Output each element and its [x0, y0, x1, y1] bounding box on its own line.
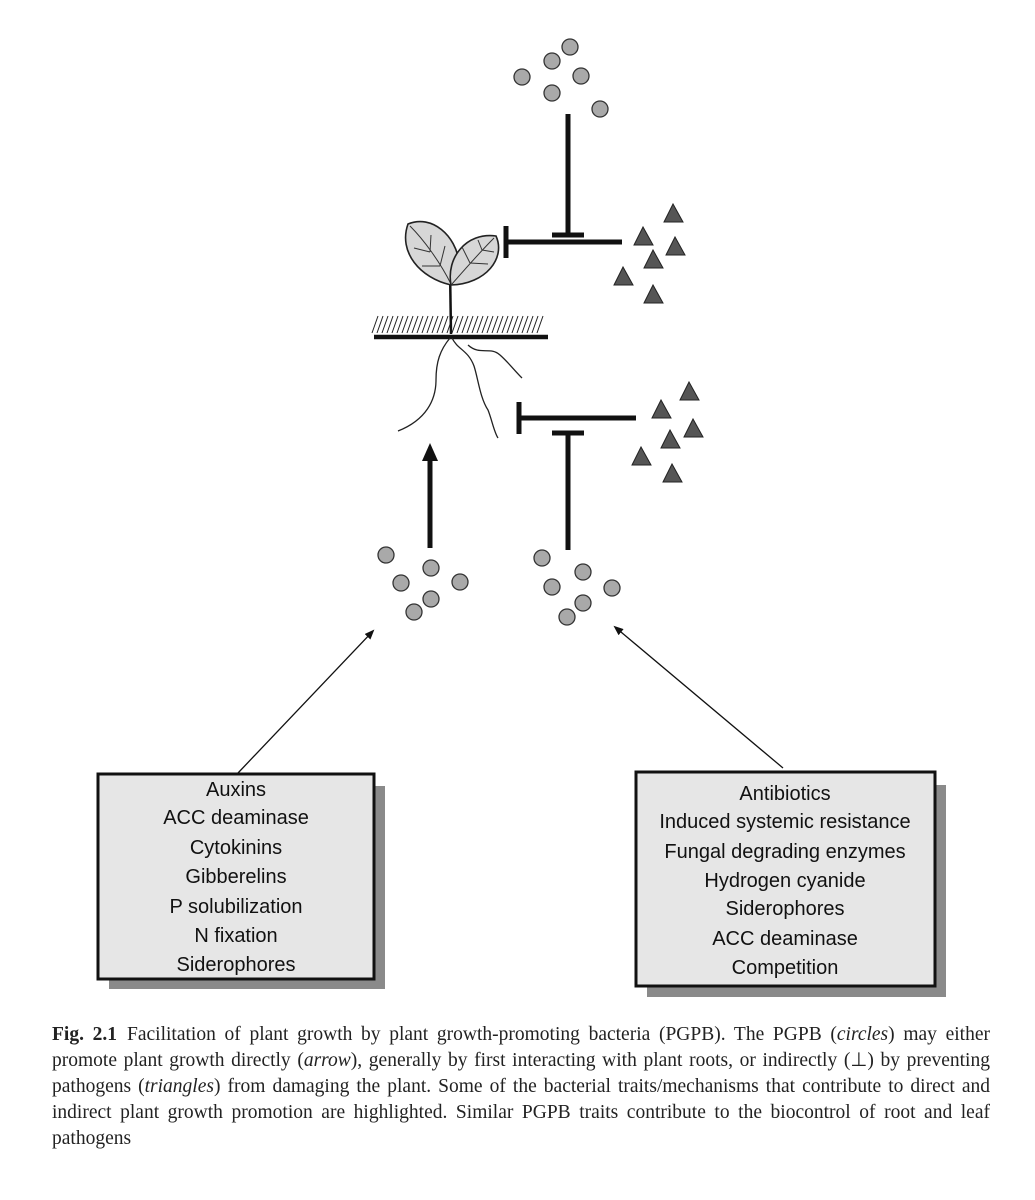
indirect-mechanism-item: Siderophores	[726, 898, 845, 920]
left-box-arrow	[237, 629, 375, 774]
direct-mechanism-item: Auxins	[206, 779, 266, 801]
pathogen-triangle	[613, 265, 634, 286]
right-box-arrow	[613, 625, 784, 769]
plant-illustration	[371, 220, 548, 439]
bacterium-circle	[422, 559, 440, 577]
caption-part: Facilitation of plant growth by plant gr…	[127, 1024, 837, 1045]
bacterium-circle	[377, 546, 395, 564]
inhibition-symbol-leaf	[503, 226, 622, 258]
roots	[397, 337, 523, 439]
bacterium-circle	[543, 578, 561, 596]
bacteria-cluster-indirect	[533, 549, 621, 626]
bacterium-circle	[543, 84, 561, 102]
caption-part: ), generally by first interacting with p…	[52, 1050, 990, 1097]
direct-mechanism-item: N fixation	[194, 925, 277, 947]
bacterium-circle	[405, 603, 423, 621]
bacteria-cluster-top	[513, 38, 609, 118]
indirect-mechanisms-box: Antibiotics Induced systemic resistance …	[634, 770, 946, 997]
direct-mechanism-item: Cytokinins	[190, 837, 282, 859]
caption-part-italic: triangles	[144, 1076, 214, 1097]
direct-promotion-arrow	[422, 443, 438, 548]
pathogen-triangle	[651, 398, 672, 419]
direct-mechanism-item: ACC deaminase	[163, 807, 309, 829]
pathogen-triangle	[643, 248, 664, 269]
indirect-mechanism-item: ACC deaminase	[712, 928, 858, 950]
direct-mechanism-item: Gibberelins	[185, 866, 286, 888]
bacterium-circle	[513, 68, 531, 86]
bacterium-circle	[591, 100, 609, 118]
figure-label: Fig. 2.1	[52, 1024, 118, 1045]
bacterium-circle	[451, 573, 469, 591]
caption-part: ) from damaging the plant. Some of the b…	[52, 1076, 990, 1149]
bacterium-circle	[572, 67, 590, 85]
indirect-mechanism-item: Competition	[732, 957, 839, 979]
pathogen-triangle	[679, 380, 700, 401]
bacterium-circle	[574, 594, 592, 612]
bacterium-circle	[574, 563, 592, 581]
indirect-mechanism-item: Fungal degrading enzymes	[664, 841, 905, 863]
pathogen-cluster-leaf	[613, 202, 686, 304]
inhibition-symbol-root	[516, 402, 636, 550]
bacterium-circle	[422, 590, 440, 608]
pathogen-triangle	[643, 283, 664, 304]
direct-mechanism-item: P solubilization	[169, 896, 302, 918]
pathogen-triangle	[683, 417, 704, 438]
bacterium-circle	[543, 52, 561, 70]
pathogen-triangle	[662, 462, 683, 483]
bacterium-circle	[603, 579, 621, 597]
indirect-mechanism-item: Antibiotics	[739, 783, 830, 805]
soil-hatching	[371, 315, 544, 334]
pathogen-triangle	[631, 445, 652, 466]
direct-mechanisms-box: Auxins ACC deaminase Cytokinins Gibberel…	[96, 772, 385, 989]
bacterium-circle	[392, 574, 410, 592]
plant-pgpb-diagram: Auxins ACC deaminase Cytokinins Gibberel…	[96, 38, 946, 997]
pathogen-triangle	[663, 202, 684, 223]
pathogen-cluster-root	[631, 380, 704, 483]
pathogen-triangle	[665, 235, 686, 256]
figure-caption: Fig. 2.1 Facilitation of plant growth by …	[52, 1022, 990, 1152]
indirect-mechanism-item: Induced systemic resistance	[659, 811, 910, 833]
pathogen-triangle	[660, 428, 681, 449]
pathogen-triangle	[633, 225, 654, 246]
direct-mechanism-item: Siderophores	[177, 954, 296, 976]
bacterium-circle	[533, 549, 551, 567]
caption-part-italic: circles	[836, 1024, 889, 1045]
caption-part: ) may either promote plant growth direct…	[52, 1024, 990, 1071]
indirect-mechanism-item: Hydrogen cyanide	[704, 870, 865, 892]
caption-part-italic: arrow	[303, 1050, 351, 1071]
bacteria-cluster-direct	[377, 546, 469, 621]
bacterium-circle	[561, 38, 579, 56]
inhibition-symbol-top	[552, 114, 584, 238]
bacterium-circle	[558, 608, 576, 626]
